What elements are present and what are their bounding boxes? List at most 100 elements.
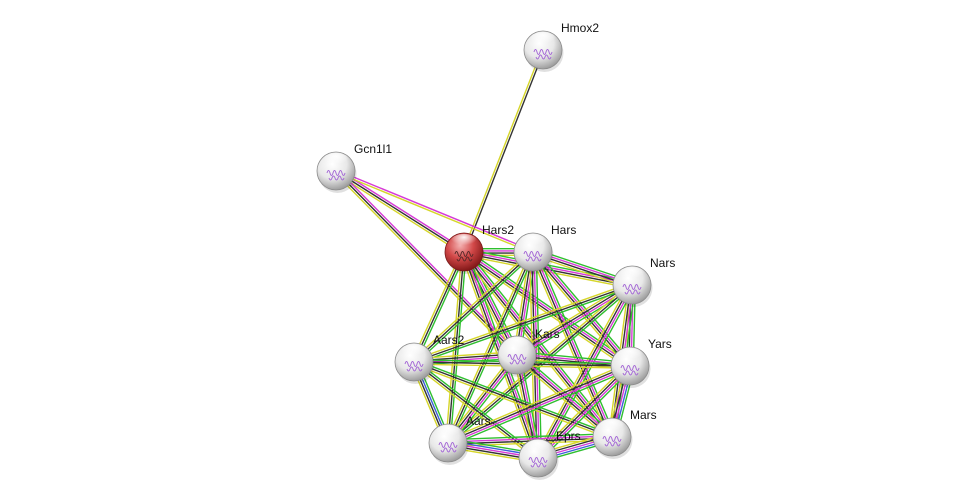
edge-evidence-black — [413, 251, 534, 363]
edge-evidence-yellow — [514, 281, 631, 353]
node-hars[interactable]: Hars — [513, 223, 576, 274]
edge-evidence-magenta — [538, 285, 634, 459]
edge-evidence-green — [415, 252, 467, 364]
node-aars2[interactable]: Aars2 — [394, 333, 465, 384]
protein-structure-icon — [523, 251, 543, 262]
edge-nars-aars2[interactable] — [413, 282, 633, 365]
node-yars[interactable]: Yars — [610, 337, 672, 388]
edge-hars-aars2[interactable] — [412, 249, 535, 365]
node-label-gcn1l1: Gcn1l1 — [354, 142, 392, 156]
edge-evidence-green — [449, 252, 536, 445]
edge-evidence-yellow — [462, 49, 543, 252]
node-label-hars: Hars — [551, 223, 576, 237]
edge-evidence-green — [447, 433, 612, 441]
edge-evidence-black — [515, 355, 612, 439]
edge-evidence-magenta — [336, 169, 534, 252]
edge-evidence-magenta — [336, 168, 466, 251]
node-label-eprs: Eprs — [556, 429, 581, 443]
node-gcn1l1[interactable]: Gcn1l1 — [316, 142, 392, 193]
protein-structure-icon — [438, 442, 458, 453]
edge-evidence-yellow — [333, 172, 516, 358]
edge-gcn1l1-hars[interactable] — [335, 169, 534, 254]
edge-evidence-green — [448, 286, 634, 446]
edge-hars-aars[interactable] — [445, 250, 536, 445]
edge-evidence-black — [531, 252, 630, 368]
edge-evidence-black — [413, 284, 633, 363]
protein-structure-icon — [528, 457, 548, 468]
edge-evidence-green — [449, 252, 467, 444]
edge-yars-aars[interactable] — [446, 362, 632, 447]
edge-evidence-black — [531, 252, 612, 438]
edge-evidence-black — [536, 284, 632, 458]
node-label-mars: Mars — [630, 408, 657, 422]
edge-evidence-black — [335, 170, 465, 253]
edge-evidence-magenta — [533, 251, 614, 437]
node-gloss — [524, 440, 552, 456]
edge-evidence-green — [534, 249, 634, 365]
edge-hars-yars[interactable] — [529, 249, 634, 369]
protein-structure-icon — [533, 49, 553, 60]
node-hars2[interactable]: Hars2 — [444, 223, 514, 274]
node-label-aars2: Aars2 — [433, 333, 465, 347]
edge-evidence-green — [535, 251, 542, 458]
node-gloss — [618, 267, 646, 283]
edge-evidence-yellow — [411, 250, 463, 362]
node-label-yars: Yars — [648, 337, 672, 351]
edge-hars-mars[interactable] — [529, 250, 616, 439]
edge-hars2-aars2[interactable] — [411, 250, 467, 364]
edge-evidence-yellow — [529, 253, 610, 439]
node-hmox2[interactable]: Hmox2 — [523, 21, 599, 72]
edge-evidence-green — [414, 359, 614, 436]
edge-evidence-yellow — [534, 283, 630, 457]
edge-evidence-magenta — [447, 435, 612, 443]
edge-gcn1l1-hars2[interactable] — [334, 168, 466, 255]
edge-evidence-green — [535, 250, 616, 436]
node-gloss — [450, 234, 478, 250]
node-mars[interactable]: Mars — [592, 408, 657, 459]
node-label-kars: Kars — [535, 327, 560, 341]
node-gloss — [529, 32, 557, 48]
node-gloss — [503, 337, 531, 353]
edge-evidence-magenta — [533, 251, 540, 458]
node-gloss — [322, 153, 350, 169]
edge-evidence-black — [464, 50, 545, 253]
edge-hars2-hmox2[interactable] — [462, 49, 545, 253]
node-eprs[interactable]: Eprs — [518, 429, 581, 480]
node-aars[interactable]: Aars — [428, 414, 491, 465]
edge-evidence-green — [449, 368, 632, 447]
edge-evidence-black — [413, 251, 465, 363]
node-gloss — [434, 425, 462, 441]
edge-evidence-green — [414, 286, 633, 365]
edge-aars2-mars[interactable] — [412, 359, 614, 440]
protein-structure-icon — [602, 436, 622, 447]
edge-nars-eprs[interactable] — [534, 283, 636, 460]
edge-evidence-black — [463, 252, 632, 287]
node-kars[interactable]: Kars — [497, 327, 560, 377]
protein-structure-icon — [622, 284, 642, 295]
edge-evidence-yellow — [334, 172, 464, 255]
edge-evidence-yellow — [463, 254, 632, 289]
node-gloss — [598, 419, 626, 435]
edge-evidence-yellow — [446, 362, 629, 441]
edge-evidence-magenta — [448, 366, 631, 445]
edge-evidence-yellow — [412, 249, 532, 361]
edge-evidence-black — [516, 283, 632, 355]
protein-structure-icon — [620, 365, 640, 376]
node-label-hmox2: Hmox2 — [561, 21, 599, 35]
protein-structure-icon — [507, 354, 527, 365]
edge-evidence-green — [414, 359, 540, 457]
edge-evidence-magenta — [533, 250, 632, 366]
node-label-hars2: Hars2 — [482, 223, 514, 237]
edge-evidence-black — [447, 251, 534, 444]
edge-evidence-yellow — [529, 253, 629, 369]
edge-evidence-green — [539, 367, 633, 461]
edge-evidence-green — [415, 253, 535, 365]
edge-evidence-yellow — [445, 250, 532, 443]
edge-evidence-black — [447, 364, 630, 443]
node-nars[interactable]: Nars — [612, 256, 675, 307]
edge-evidence-black — [413, 361, 613, 438]
protein-structure-icon — [454, 251, 474, 262]
node-gloss — [519, 234, 547, 250]
